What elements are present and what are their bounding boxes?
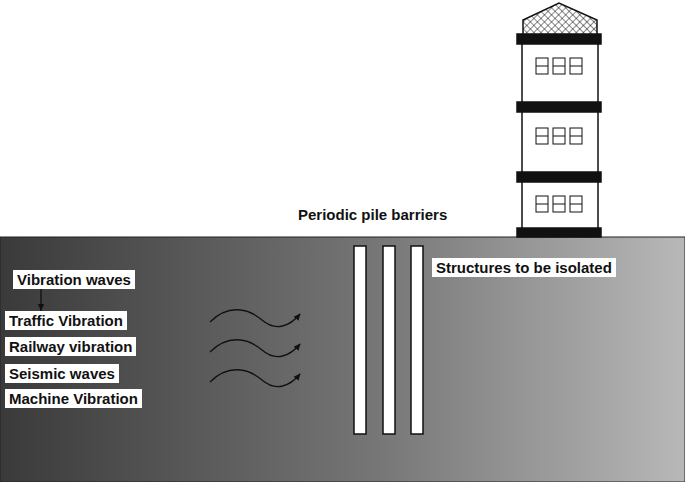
- label-text: Structures to be isolated: [436, 259, 612, 276]
- label-text: Traffic Vibration: [9, 312, 123, 329]
- source-label: Machine Vibration: [5, 389, 142, 408]
- source-label: Seismic waves: [5, 364, 119, 383]
- source-label: Traffic Vibration: [5, 311, 127, 330]
- label-text: Machine Vibration: [9, 390, 138, 407]
- structure-label: Structures to be isolated: [432, 258, 616, 277]
- pile-barriers: [354, 246, 423, 434]
- label-text: Vibration waves: [17, 271, 131, 288]
- group-label: Vibration waves: [13, 270, 135, 289]
- wave-arrows: [210, 310, 300, 387]
- label-text: Railway vibration: [9, 338, 132, 355]
- source-label: Railway vibration: [5, 337, 136, 356]
- label-text: Seismic waves: [9, 365, 115, 382]
- ground: [0, 237, 685, 482]
- building: [517, 3, 601, 237]
- connector-arrow: [40, 289, 41, 311]
- caption-label: Periodic pile barriers: [296, 206, 449, 223]
